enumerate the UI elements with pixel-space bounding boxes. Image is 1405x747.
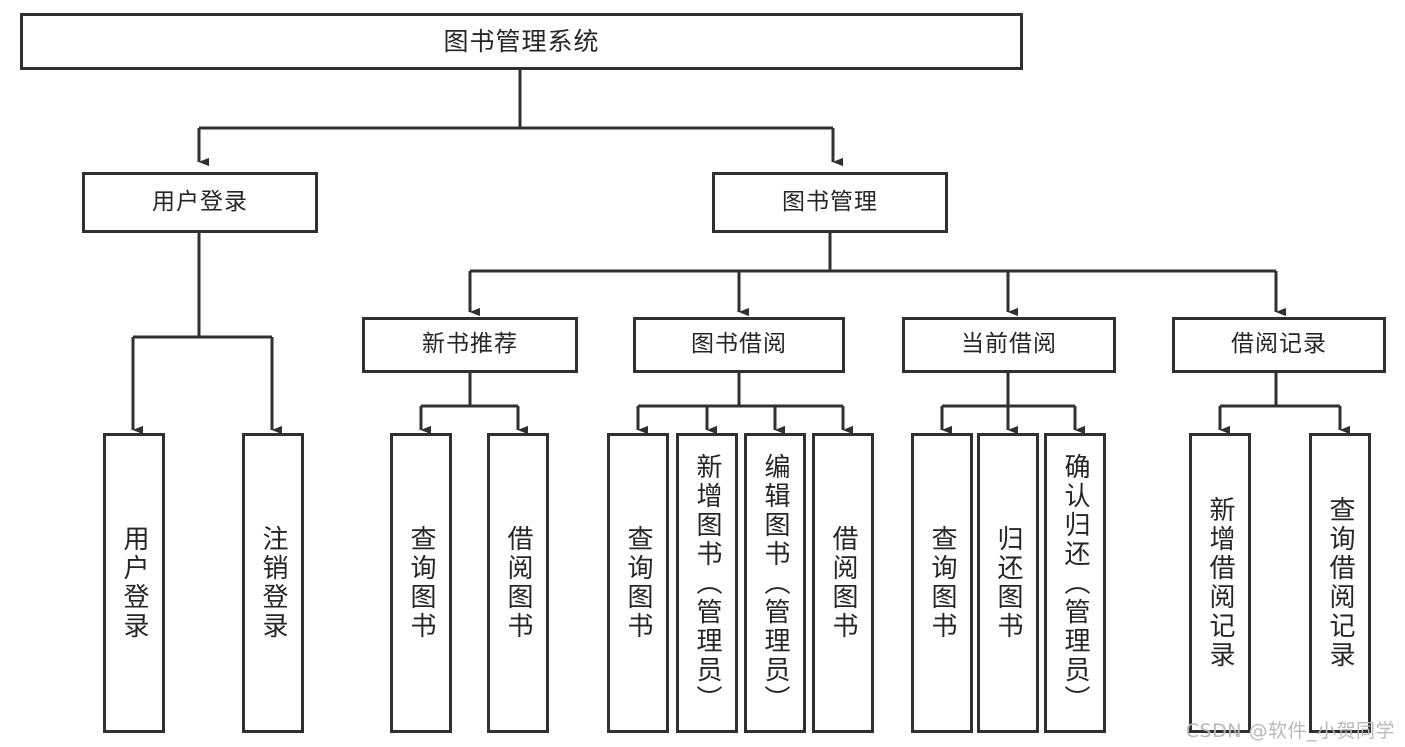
node-root-book-management-system[interactable]: 图书管理系统 <box>20 13 1023 70</box>
csdn-watermark: CSDN @软件_小贺同学 <box>1185 720 1395 742</box>
node-label: 借阅图书 <box>503 525 533 641</box>
node-label: 当前借阅 <box>961 331 1057 358</box>
node-label: 注销登录 <box>258 525 288 641</box>
node-label: 用户登录 <box>152 188 248 215</box>
node-label: 图书借阅 <box>691 331 787 358</box>
node-book-borrow[interactable]: 图书借阅 <box>633 317 845 373</box>
leaf-query-borrow-record[interactable]: 查询借阅记录 <box>1309 433 1371 733</box>
node-label: 编辑图书（管理员） <box>760 452 790 714</box>
leaf-edit-book-admin[interactable]: 编辑图书（管理员） <box>744 433 806 733</box>
leaf-query-book-current[interactable]: 查询图书 <box>911 433 973 733</box>
leaf-return-book[interactable]: 归还图书 <box>977 433 1039 733</box>
node-user-login[interactable]: 用户登录 <box>82 172 318 233</box>
node-borrow-record[interactable]: 借阅记录 <box>1172 317 1386 373</box>
node-label: 新增借阅记录 <box>1205 496 1235 670</box>
leaf-add-book-admin[interactable]: 新增图书（管理员） <box>676 433 738 733</box>
leaf-query-book-borrow[interactable]: 查询图书 <box>607 433 669 733</box>
leaf-user-login[interactable]: 用户登录 <box>103 433 165 733</box>
leaf-logout-login[interactable]: 注销登录 <box>242 433 304 733</box>
leaf-add-borrow-record[interactable]: 新增借阅记录 <box>1189 433 1251 733</box>
node-label: 图书管理 <box>782 188 878 215</box>
leaf-borrow-book-new-rec[interactable]: 借阅图书 <box>487 433 549 733</box>
node-label: 用户登录 <box>119 525 149 641</box>
node-label: 归还图书 <box>993 525 1023 641</box>
node-book-management[interactable]: 图书管理 <box>712 172 948 233</box>
leaf-query-book-new-rec[interactable]: 查询图书 <box>390 433 452 733</box>
leaf-confirm-return-admin[interactable]: 确认归还（管理员） <box>1044 433 1106 733</box>
node-label: 借阅图书 <box>828 525 858 641</box>
node-label: 借阅记录 <box>1231 331 1327 358</box>
node-label: 新书推荐 <box>422 331 518 358</box>
node-label: 查询图书 <box>623 525 653 641</box>
node-new-book-recommendation[interactable]: 新书推荐 <box>362 317 578 373</box>
node-label: 新增图书（管理员） <box>692 452 722 714</box>
leaf-borrow-book[interactable]: 借阅图书 <box>812 433 874 733</box>
node-label: 图书管理系统 <box>443 26 600 56</box>
node-current-borrow[interactable]: 当前借阅 <box>902 317 1116 373</box>
node-label: 查询图书 <box>927 525 957 641</box>
node-label: 查询借阅记录 <box>1325 496 1355 670</box>
node-label: 查询图书 <box>406 525 436 641</box>
node-label: 确认归还（管理员） <box>1060 452 1090 714</box>
